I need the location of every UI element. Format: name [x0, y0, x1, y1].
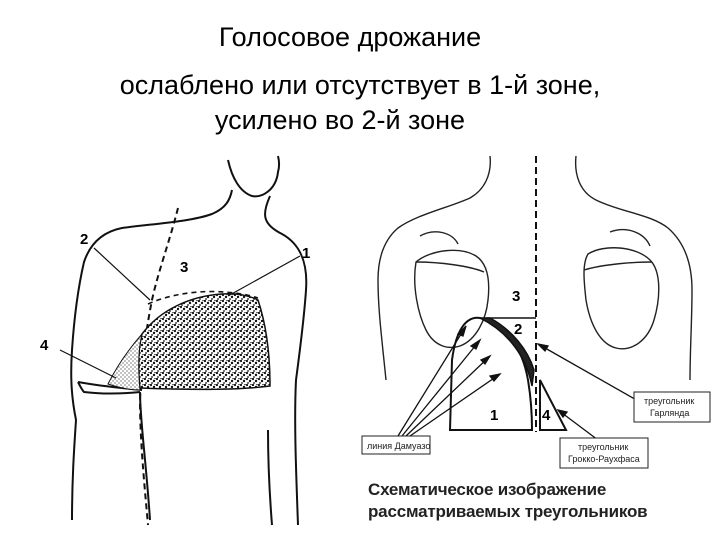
right-label-3: 3	[512, 288, 520, 305]
box-garland-text-2: Гарлянда	[650, 408, 689, 418]
right-zone-2-garland	[479, 317, 535, 387]
caption-line-2: рассматриваемых треугольников	[368, 502, 648, 521]
heading-line-1: Голосовое дрожание	[218, 22, 482, 52]
right-shoulder-outline	[264, 195, 308, 526]
box-garland-text-1: треугольник	[644, 396, 694, 406]
grokko-arrow	[556, 408, 599, 441]
right-label-2: 2	[514, 321, 522, 338]
box-grokko-text-1: треугольник	[578, 442, 628, 452]
heading-line-2: ослаблено или отсутствует в 1-й зоне,	[119, 70, 601, 100]
left-label-1: 1	[302, 245, 310, 262]
left-label-4: 4	[40, 337, 49, 354]
zone-1-effusion	[137, 293, 271, 391]
left-scapula	[414, 249, 490, 349]
box-damuazo-text: линия Дамуазо	[367, 441, 430, 451]
right-label-1: 1	[490, 407, 498, 424]
zone-upper-dashed	[147, 290, 259, 305]
damuazo-arrows	[397, 325, 502, 437]
left-scapula-spine	[415, 261, 485, 273]
right-zone-4-triangle	[539, 379, 568, 431]
box-damuazo	[361, 435, 431, 455]
right-shoulder-joint	[609, 228, 651, 247]
box-grokko-text-2: Грокко-Раухфаса	[568, 454, 640, 464]
neck-left	[377, 155, 491, 381]
head-outline	[227, 155, 281, 198]
left-label-3: 3	[180, 259, 188, 276]
torso-inner-line	[139, 391, 151, 521]
right-schematic-figure	[377, 155, 693, 381]
waist-line-lower	[77, 381, 141, 395]
zone-4-triangle	[107, 333, 143, 391]
left-shoulder-joint	[419, 231, 459, 245]
box-grokko	[559, 437, 649, 469]
neck-right	[574, 155, 693, 381]
left-shoulder-outline	[70, 189, 233, 521]
left-leader-lines	[59, 247, 301, 379]
caption-line-1: Схематическое изображение	[368, 480, 607, 499]
left-label-2: 2	[80, 231, 88, 248]
right-scapula	[583, 247, 660, 350]
right-scapula-spine	[583, 261, 653, 271]
box-garland	[633, 391, 711, 423]
right-label-4: 4	[542, 407, 551, 424]
arm-inner-right	[267, 429, 273, 526]
garland-arrow	[536, 342, 641, 403]
heading-line-3: усилено во 2-й зоне	[214, 105, 466, 135]
